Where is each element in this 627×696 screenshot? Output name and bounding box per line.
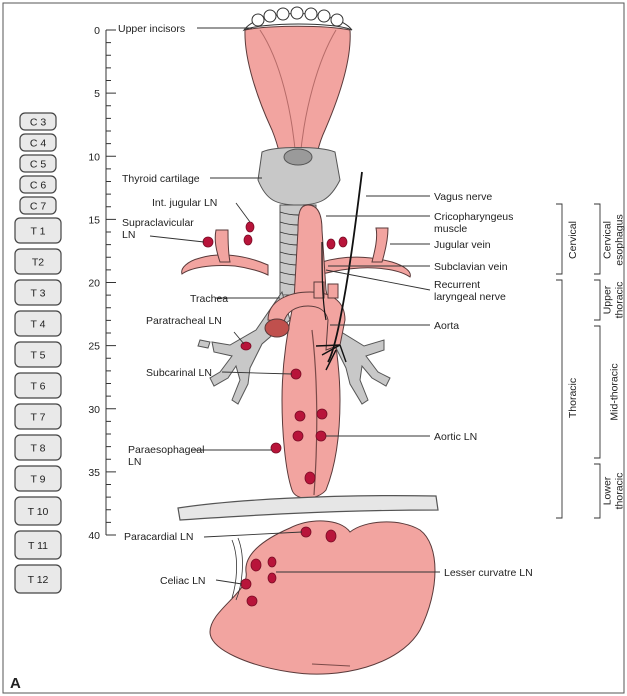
paraesophageal-node [271,443,281,453]
vertebra-label: T 9 [31,474,46,486]
vertebra-label: T 7 [31,412,46,424]
vertebra-label: C 5 [30,159,47,171]
vertebra-label: T 6 [31,381,46,393]
vertebra-label: T 10 [28,506,49,518]
region-cervical-esophagus: Cervicalesophagus [601,214,625,265]
vertebra-label: T 8 [31,443,46,455]
label-celiac-ln: Celiac LN [160,575,206,587]
cervical-node [327,239,335,249]
scale-ticks [106,30,116,535]
celiac-node [241,579,251,589]
vertebra-label: T 11 [28,540,48,552]
celiac-node [247,596,257,606]
label-upper-incisors: Upper incisors [118,23,185,35]
scale-tick-label: 25 [88,341,100,353]
paracardial-node [301,527,311,537]
label-paratracheal-ln: Paratracheal LN [146,315,222,327]
scale-tick-label: 35 [88,467,100,479]
label-thyroid-cartilage: Thyroid cartilage [122,173,200,185]
label-trachea: Trachea [190,293,228,305]
label-lesser-curvature-ln: Lesser curvatre LN [444,567,533,579]
region-lower-thoracic: Lowerthoracic [601,473,625,510]
anatomy-illustration [178,7,438,674]
region-upper-thoracic: Upperthoracic [601,282,625,319]
lower-node [305,472,315,484]
label-aortic-ln: Aortic LN [434,431,477,443]
paratracheal-node [241,342,251,350]
vertebra-label: C 7 [30,201,47,213]
int-jugular-node [246,222,254,232]
paraesophageal-node [295,411,305,421]
label-jugular-vein: Jugular vein [434,239,491,251]
vertebra-label: T2 [32,257,44,269]
cervical-node [339,237,347,247]
subcarinal-node [291,369,301,379]
figure-panel-label: A [10,675,21,692]
vertebral-column: C 3 C 4 C 5 C 6 C 7 T 1 T2 T 3 T 4 T 5 T 6 T 7 T 8 T … [15,113,61,593]
jugular-vein-right [372,228,388,262]
vertebra-label: T 12 [28,574,49,586]
label-paracardial-ln: Paracardial LN [124,531,193,543]
scale-tick-label: 10 [88,151,100,163]
scale-tick-label: 0 [94,25,100,37]
vertebra-label: C 3 [30,117,47,129]
region-cervical: Cervical [567,221,579,259]
label-int-jugular-ln: Int. jugular LN [152,197,217,209]
region-mid-thoracic: Mid-thoracic [609,363,621,420]
scale-tick-label: 20 [88,278,100,290]
aortic-node [317,409,327,419]
lesser-curvature-node [268,557,276,567]
label-aorta: Aorta [434,320,459,332]
label-subclavian-vein: Subclavian vein [434,261,508,273]
vertebra-label: C 4 [30,138,47,150]
subclavian-vein-right [322,257,410,277]
label-subcarinal-ln: Subcarinal LN [146,367,212,379]
aortic-node [316,431,326,441]
scale-tick-label: 5 [94,88,100,100]
vertebra-label: T 5 [31,350,46,362]
scale-tick-label: 30 [88,404,100,416]
depth-scale: 0 5 10 15 20 25 30 35 40 [88,25,116,542]
label-vagus-nerve: Vagus nerve [434,191,492,203]
supraclavicular-node [203,237,213,247]
int-jugular-node [244,235,252,245]
vertebra-label: T 4 [31,319,46,331]
paraesophageal-node [293,431,303,441]
vertebra-label: C 6 [30,180,47,192]
vertebra-label: T 3 [31,288,46,300]
celiac-node [251,559,261,571]
stomach [210,521,435,674]
region-thoracic: Thoracic [567,378,579,418]
diaphragm [178,496,438,520]
paracardial-node [326,530,336,542]
vertebra-label: T 1 [31,226,46,238]
lesser-curvature-node [268,573,276,583]
scale-tick-label: 40 [88,530,100,542]
aorta-cut-end [265,319,289,337]
region-brackets: Cervical Thoracic Cervicalesophagus Uppe… [556,204,625,518]
scale-tick-label: 15 [88,214,100,226]
scale-labels: 0 5 10 15 20 25 30 35 40 [88,25,100,542]
